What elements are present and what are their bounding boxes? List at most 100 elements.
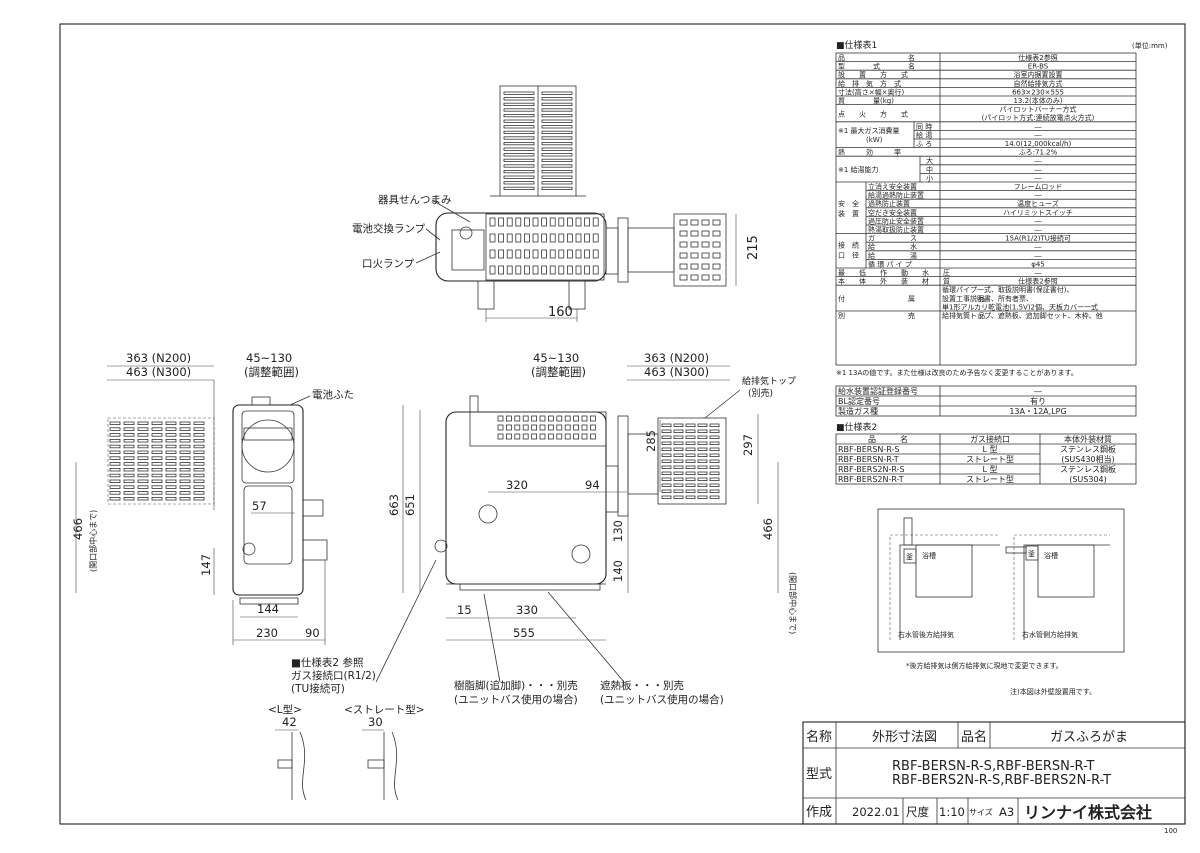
vent-slot <box>179 433 191 437</box>
cert-label: 製造ガス種 <box>838 406 878 416</box>
vent-slot <box>179 467 191 472</box>
vent-slot <box>709 423 720 427</box>
vent-slot <box>697 447 708 451</box>
adjust-label: (調整範囲) <box>531 365 586 379</box>
vent-slot <box>661 465 672 469</box>
vent-slot <box>524 249 530 259</box>
vent-slot <box>109 462 121 466</box>
vent-slot <box>661 489 672 493</box>
dim-330: 330 <box>516 603 538 617</box>
spec2-model: RBF-BERS2N-R-S <box>838 465 905 474</box>
gas-note-line1: ■仕様表2 参照 <box>291 656 364 669</box>
vent-slot <box>193 444 205 449</box>
spec-sub: 大 <box>926 156 933 165</box>
vent-slot <box>506 265 513 275</box>
vent-slot <box>193 450 205 454</box>
vent-slot <box>123 491 135 495</box>
vent-slot <box>584 217 590 227</box>
vent-slot <box>151 485 163 489</box>
vent-slot <box>685 465 696 469</box>
vent-slot <box>515 249 522 259</box>
vent-slot <box>661 495 672 499</box>
vent-slot <box>679 230 688 237</box>
vent-slot <box>123 427 135 431</box>
vent-slot <box>581 415 588 422</box>
vent-slot <box>709 429 720 433</box>
vent-slot <box>679 274 688 281</box>
vent-slot <box>541 175 573 179</box>
vent-slot <box>541 233 547 243</box>
vent-slot <box>137 444 149 449</box>
spec-label: ※1 給湯能力 <box>838 165 879 174</box>
spec-label: 付 属 品 <box>838 294 985 303</box>
vent-slot <box>701 252 710 259</box>
vent-slot <box>524 265 530 275</box>
vent-slot <box>701 219 710 226</box>
vent-slot <box>584 249 590 259</box>
leg-note-line2: (ユニットバス使用の場合) <box>454 693 578 706</box>
vent-slot <box>151 456 163 460</box>
dim-15: 15 <box>457 603 472 617</box>
vent-slot <box>137 473 149 478</box>
vent-slot <box>661 453 672 457</box>
vent-slot <box>503 91 535 95</box>
spec-sub: ガ ス <box>868 234 917 243</box>
vent-slot <box>661 477 672 481</box>
vent-slot <box>123 496 135 501</box>
vent-slot <box>558 233 565 243</box>
vent-slot <box>531 433 537 440</box>
vent-slot <box>109 444 121 449</box>
vent-slot <box>123 433 135 437</box>
vent-slot <box>541 141 573 146</box>
vent-slot <box>503 147 535 151</box>
spec2-material: ステンレス鋼板 <box>1060 444 1116 454</box>
vent-slot <box>137 450 149 454</box>
side-view: 363 (N200) 463 (N300) 45~130 (調整範囲) 電池ふた… <box>71 351 354 645</box>
vent-slot <box>685 423 696 427</box>
vent-slot <box>109 450 121 454</box>
vent-slot <box>673 453 684 457</box>
vent-slot <box>193 456 205 460</box>
vent-slot <box>193 467 205 472</box>
vent-slot <box>701 263 710 270</box>
vent-slot <box>524 217 530 227</box>
model-label: 型式 <box>806 767 832 782</box>
vent-slot <box>123 456 135 460</box>
vent-slot <box>193 462 205 466</box>
vent-slot <box>531 424 537 431</box>
heater-label: 釜 <box>906 552 913 561</box>
vent-slot <box>575 249 582 259</box>
product-value: ガスふろがま <box>1050 730 1128 745</box>
vent-slot <box>549 233 556 243</box>
vent-slot <box>701 230 710 237</box>
vent-slot <box>673 489 684 493</box>
vent-slot <box>503 102 535 106</box>
vent-slot <box>712 252 721 259</box>
vent-slot <box>514 433 521 440</box>
spec-value: ― <box>1035 157 1042 165</box>
notes: ■仕様表2 参照 ガス接続口(R1/2) (TU接続可) 樹脂脚(追加脚)・・・… <box>291 559 724 706</box>
vent-slot <box>697 471 708 475</box>
spec2-model: RBF-BERSN-R-T <box>838 455 899 464</box>
vent-slot <box>137 496 149 501</box>
vent-slot <box>685 477 696 481</box>
name-value: 外形寸法図 <box>872 730 937 745</box>
vent-slot <box>193 427 205 431</box>
vent-slot <box>541 108 573 112</box>
vent-slot <box>179 479 191 483</box>
vent-slot <box>506 233 513 243</box>
vent-slot <box>690 230 699 237</box>
vent-slot <box>497 415 504 422</box>
vent-slot <box>690 252 699 259</box>
spec-sub: 小 <box>926 173 933 182</box>
vent-slot <box>123 485 135 489</box>
vent-slot <box>515 265 522 275</box>
vent-slot <box>709 441 720 445</box>
vent-slot <box>532 265 539 275</box>
dim-45-130: 45~130 <box>533 351 579 365</box>
vent-slot <box>697 435 708 439</box>
vent-slot <box>151 479 163 483</box>
spec-label: ※1 最大ガス消費量 <box>838 126 900 135</box>
spec2-material: (SUS430相当) <box>1061 454 1115 464</box>
